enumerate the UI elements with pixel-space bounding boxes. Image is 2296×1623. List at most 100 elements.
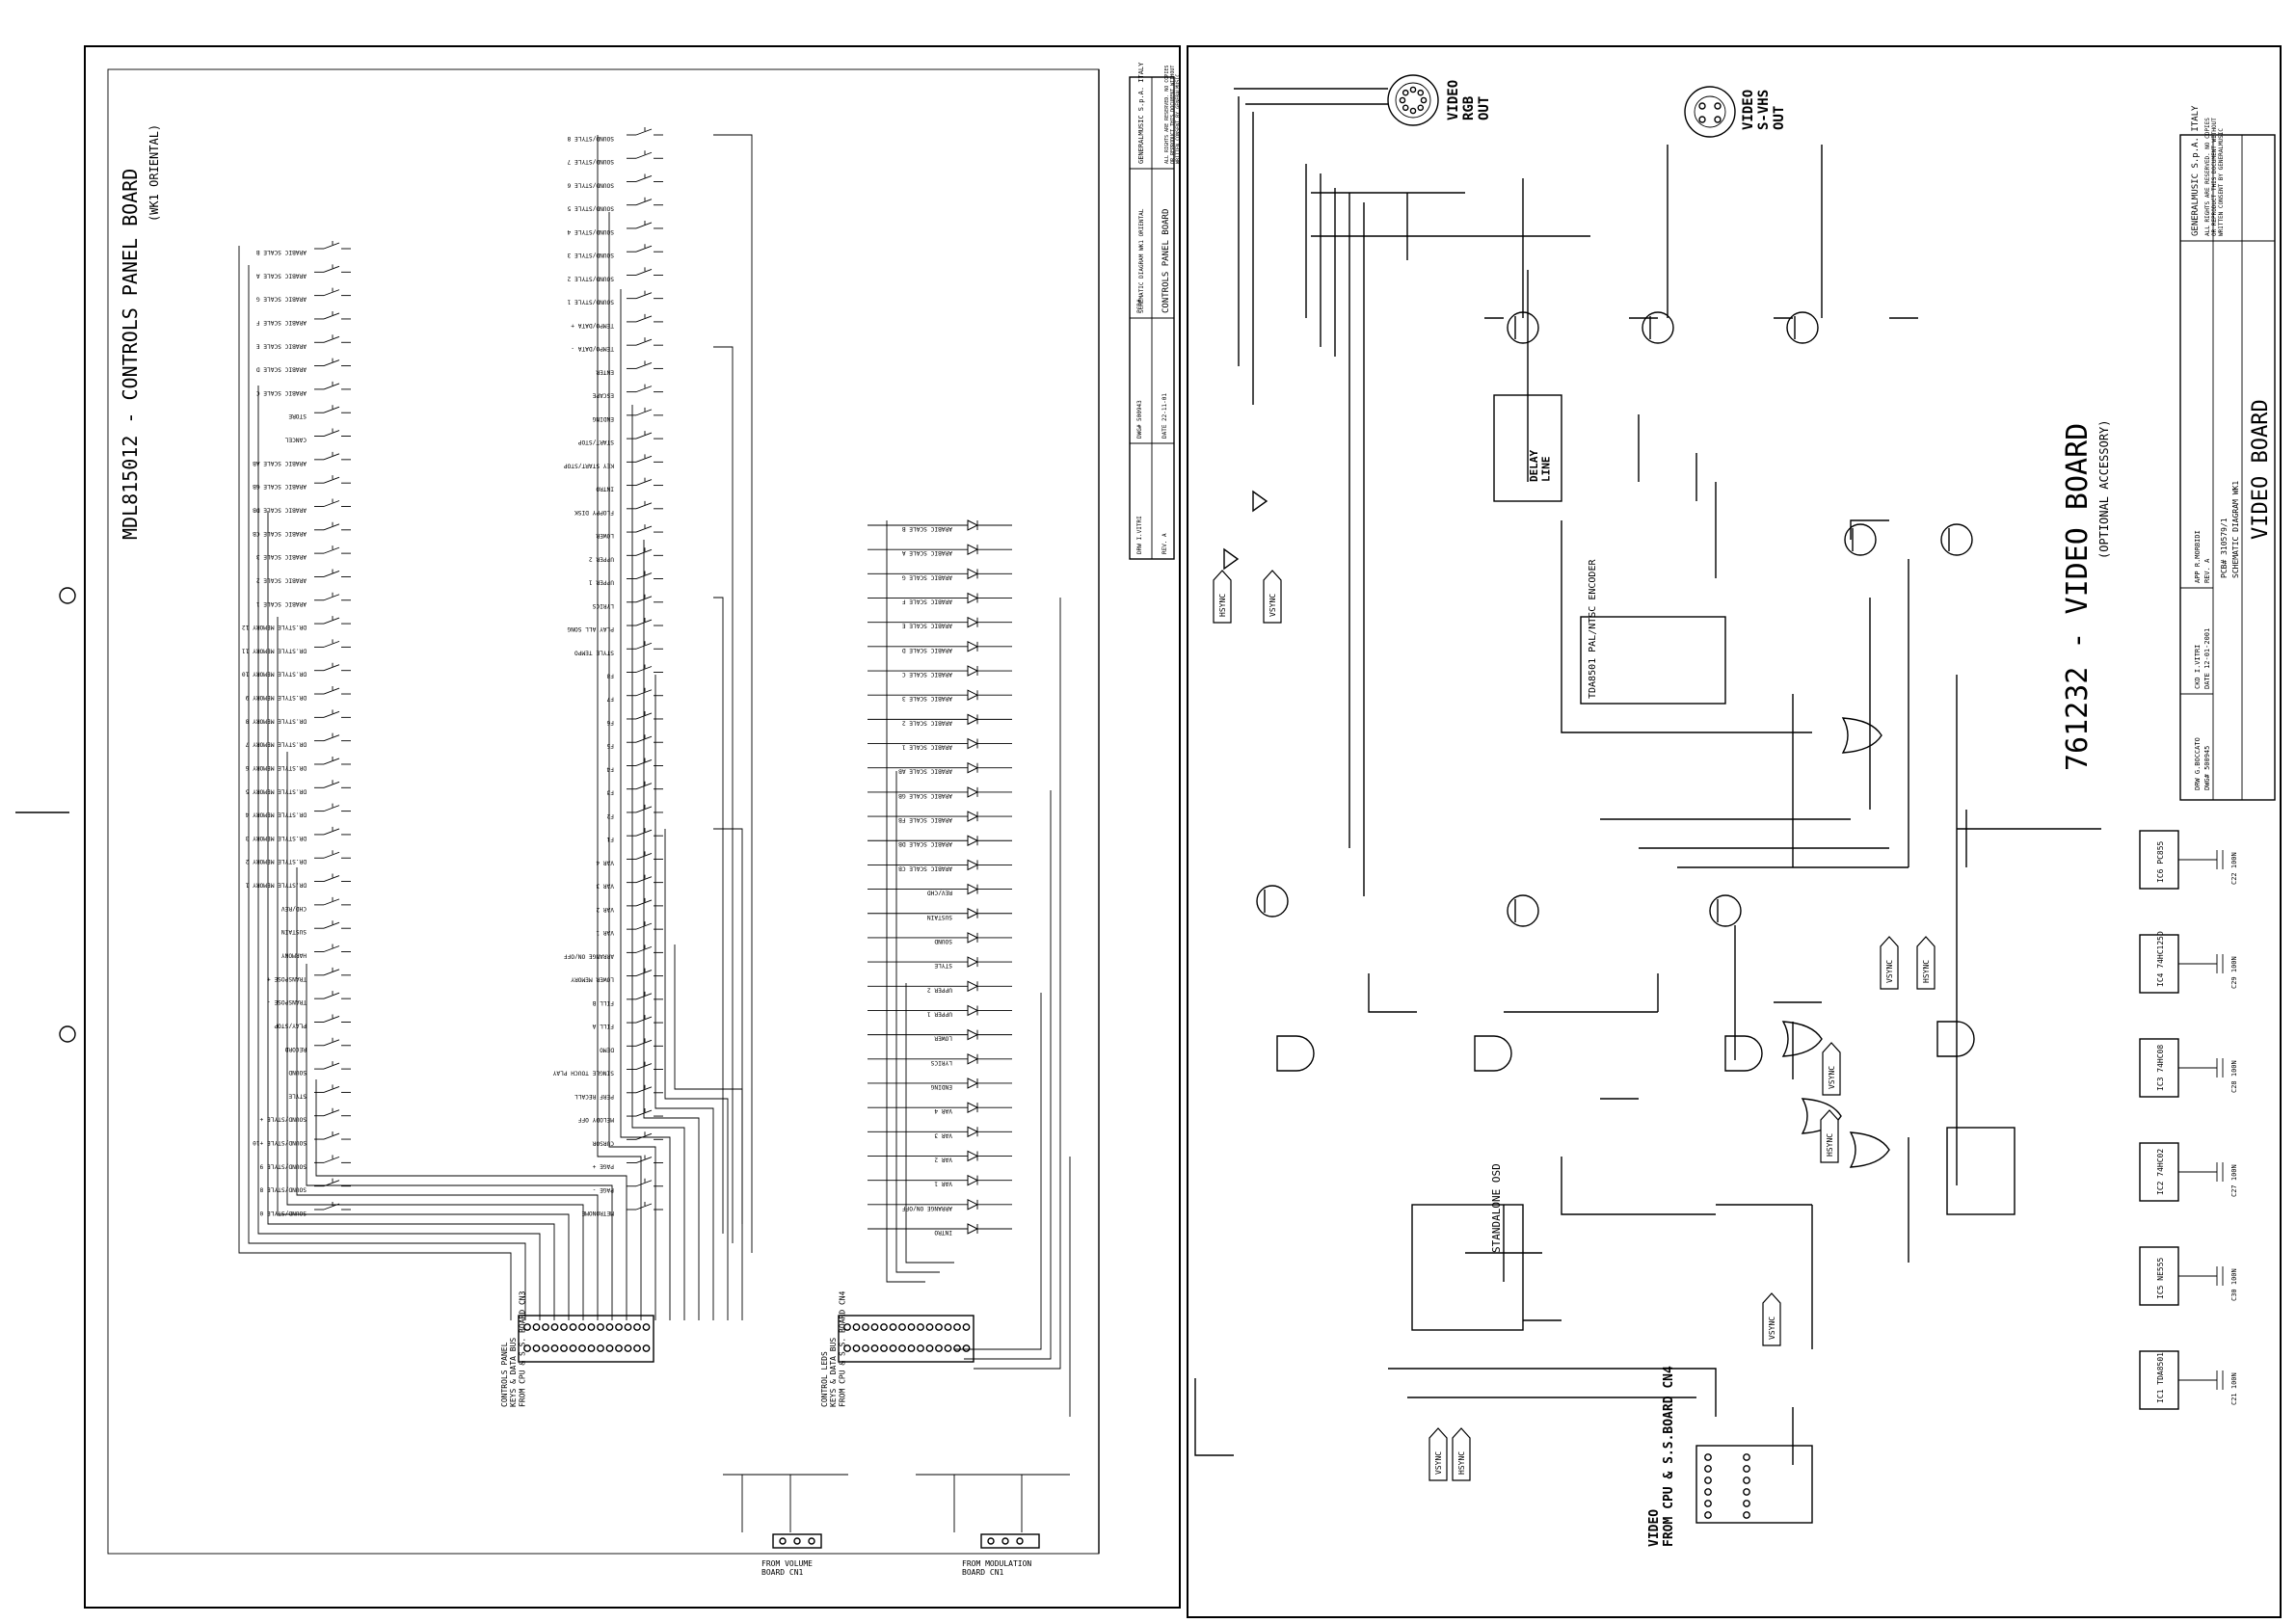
- din-pin: [1402, 89, 1409, 96]
- connector-pin: [1743, 1465, 1750, 1473]
- connector-pin: [944, 1344, 952, 1352]
- video-board-title: 761232 - VIDEO BOARD: [2061, 423, 2095, 771]
- mid-switch-label: VAR 2: [596, 906, 614, 913]
- titleblock-left-board: CONTROLS PANEL BOARD: [1161, 209, 1171, 313]
- mid-switch: PAGE -: [593, 1178, 663, 1193]
- mid-switch-label: SOUND/STYLE 7: [567, 158, 614, 165]
- led: VAR 1: [868, 1174, 1012, 1187]
- ic1-encoder: TDA8501 PAL/NTSC ENCODER: [1580, 559, 1726, 705]
- mid-switch: ESCAPE: [592, 384, 663, 399]
- svhs-out-connector: VIDEOS-VHSOUT: [1684, 86, 1787, 138]
- left-switch-label: SOUND/STYLE 0: [259, 1210, 307, 1216]
- led-label: ARABIC SCALE D: [902, 647, 952, 653]
- mid-switch: INTRO: [596, 477, 663, 492]
- signal-flag-vsync: VSYNC: [1263, 570, 1282, 624]
- led-label: VAR 2: [934, 1156, 952, 1162]
- din-pin: [1417, 89, 1425, 96]
- left-switch: DR.STYLE MEMORY 6: [245, 756, 351, 771]
- led: ARABIC SCALE G: [868, 568, 1012, 580]
- video-board-wires: [1194, 88, 2101, 1465]
- left-switch-label: PLAY/STOP: [274, 1022, 307, 1028]
- connector-pin: [862, 1323, 869, 1331]
- left-switch: ARABIC SCALE F: [256, 310, 351, 326]
- connector-pin: [642, 1323, 651, 1331]
- mid-switch: UPPER 1: [589, 571, 663, 586]
- connector-pin: [870, 1323, 879, 1331]
- din-pin: [1420, 96, 1428, 104]
- connector-pin: [587, 1344, 596, 1352]
- nor-gate-ic2a: [1781, 1021, 1823, 1057]
- led: VAR 4: [868, 1102, 1012, 1114]
- mid-switch-label: INTRO: [596, 486, 614, 492]
- video-titleblock: GENERALMUSIC S.p.A. ITALY ALL RIGHTS ARE…: [2179, 105, 2276, 801]
- left-switch: DR.STYLE MEMORY 10: [242, 662, 351, 678]
- led: ARABIC SCALE CB: [868, 859, 1012, 871]
- led-label: UPPER 1: [927, 1010, 952, 1017]
- connector-pin: [1704, 1465, 1712, 1473]
- din-pin: [1399, 96, 1406, 104]
- transistor-tr4: [1940, 523, 1973, 556]
- titleblock-right-ckd: CKD I.VITRI: [2194, 645, 2202, 689]
- led-label: ENDING: [930, 1083, 952, 1090]
- signal-flag-vsync: VSYNC: [1428, 1427, 1448, 1481]
- power-ic-label: IC4 74HC125D: [2156, 931, 2165, 987]
- nor-gate-ic2c: [1849, 1131, 1890, 1168]
- controls-panel-subtitle: (WK1 ORIENTAL): [147, 124, 161, 222]
- signal-flag-label: HSYNC: [1218, 594, 1227, 617]
- left-switch: ARABIC SCALE D: [256, 358, 351, 373]
- left-switch: DR.STYLE MEMORY 4: [245, 803, 351, 818]
- left-switch-label: TRANSPOSE +: [267, 975, 307, 982]
- mid-switch: VAR 3: [596, 874, 663, 890]
- buffer-ic4a: [1223, 547, 1240, 571]
- mid-switch-label: F2: [606, 812, 614, 819]
- left-switch-label: DR.STYLE MEMORY 2: [245, 858, 307, 865]
- connector-pin: [1704, 1511, 1712, 1519]
- left-switch: ARABIC SCALE 2: [256, 569, 351, 583]
- left-switch: SOUND/STYLE 9: [259, 1155, 351, 1169]
- left-switch: ARABIC SCALE B: [256, 241, 351, 255]
- video-board-title-block: 761232 - VIDEO BOARD (OPTIONAL ACCESSORY…: [2061, 420, 2111, 772]
- connector-pin: [843, 1344, 851, 1352]
- mid-switch: LOWER: [596, 524, 663, 539]
- led-label: ARRANGE ON/OFF: [902, 1205, 952, 1211]
- titleblock-right-date: DATE 12-01-2001: [2203, 628, 2211, 689]
- led-label: ARABIC SCALE FB: [898, 816, 952, 823]
- transistor-tr8: [1256, 885, 1289, 918]
- delay-line: DELAYLINE: [1493, 394, 1562, 502]
- led-label: ARABIC SCALE AB: [898, 768, 952, 775]
- led: SOUND: [868, 932, 1012, 945]
- right-sheet-frame: [1187, 45, 2282, 1618]
- mid-switch: FILL B: [592, 991, 663, 1006]
- left-switch: CANCEL: [284, 428, 351, 443]
- mid-switch: METRONOME: [581, 1202, 663, 1216]
- left-switch-label: ARABIC SCALE G: [256, 296, 307, 303]
- mid-switch-label: FILL A: [592, 1023, 614, 1029]
- mid-switch-label: SOUND/STYLE 3: [567, 252, 614, 258]
- signal-flag-label: VSYNC: [1768, 1317, 1776, 1340]
- connector-pin: [880, 1344, 888, 1352]
- connector-pin: [605, 1323, 614, 1331]
- mid-switch: VAR 2: [596, 897, 663, 913]
- controls-titleblock: GENERALMUSIC S.p.A. ITALY ALL RIGHTS ARE…: [1129, 62, 1182, 560]
- led-label: ARABIC SCALE 2: [902, 719, 952, 726]
- connector-pin: [615, 1323, 623, 1331]
- mid-switch-label: F8: [606, 673, 614, 679]
- titleblock-right-rev: REV. A: [2203, 558, 2211, 583]
- signal-flag-vsync: VSYNC: [1880, 936, 1899, 990]
- mid-switch: ARRANGE ON/OFF: [564, 945, 663, 959]
- titleblock-right-pcb: PCB# 310579/1: [2220, 518, 2229, 578]
- titleblock-right-company: GENERALMUSIC S.p.A. ITALY: [2191, 105, 2201, 236]
- connector-cn4: CONTROL LEDSKEYS & DATA BUSFROM CPU & S.…: [820, 1290, 974, 1407]
- titleblock-left-date: DATE 22-11-01: [1161, 393, 1168, 439]
- delay-line-label: DELAYLINE: [1528, 450, 1553, 482]
- left-switch-label: ARABIC SCALE 2: [256, 576, 307, 583]
- led-label: ARABIC SCALE 3: [902, 695, 952, 702]
- and-gate-ic3b: [1474, 1035, 1512, 1072]
- mid-switch: SOUND/STYLE 8: [567, 127, 663, 142]
- left-switch: TRANSPOSE +: [267, 967, 351, 982]
- mid-switch-label: DEMO: [600, 1046, 614, 1052]
- mid-switch: SOUND/STYLE 6: [567, 173, 663, 188]
- switch-column-middle: SOUND/STYLE 8 SOUND/STYLE 7 SOUND/STYLE 6 S…: [552, 127, 663, 1216]
- left-switch: DR.STYLE MEMORY 12: [242, 616, 351, 630]
